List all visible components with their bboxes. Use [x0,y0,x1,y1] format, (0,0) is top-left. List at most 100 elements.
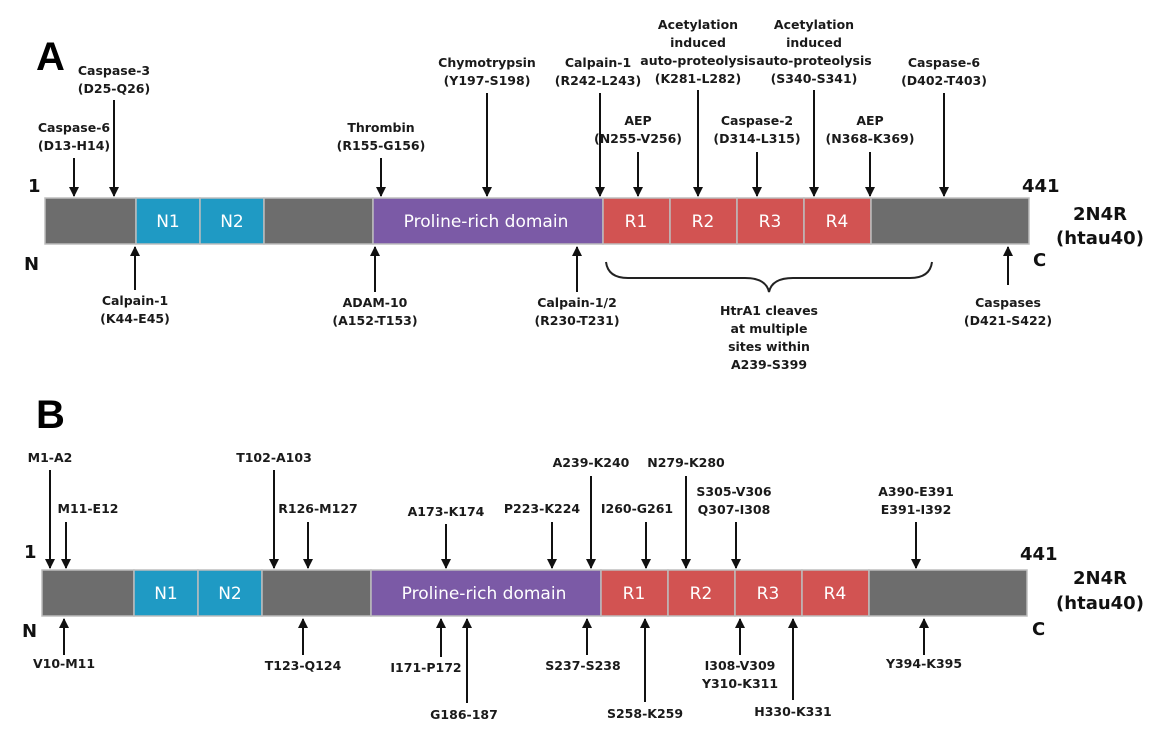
isoform-name: 2N4R [1073,204,1127,225]
cleavage-site: M1-A2 [28,450,73,569]
cleavage-position: M1-A2 [28,450,73,465]
protease-name: Calpain-1 [102,293,168,308]
domain-r4 [803,197,872,245]
cleavage-position: V10-M11 [33,656,95,671]
isoform-alias: (htau40) [1056,593,1144,614]
cleavage-position: T102-A103 [236,450,312,465]
domain-n1 [133,569,199,617]
protease-name: ADAM-10 [343,295,408,310]
end-residue-label: 441 [1020,544,1058,565]
start-residue-label: 1 [24,542,37,563]
cleavage-site: AEP (N368-K369) [826,113,914,197]
domain-gap [261,569,372,617]
protease-name: Caspase-3 [78,63,150,78]
cleavage-position: (S340-S341) [771,71,858,86]
cleavage-site: Thrombin (R155-G156) [337,120,425,197]
domain-r2 [667,569,736,617]
protease-name: AEP [856,113,883,128]
cleavage-site: Acetylation induced auto-proteolysis (K2… [640,17,756,197]
domain-nterm [41,569,135,617]
cleavage-position: T123-Q124 [265,658,342,673]
cleavage-position: R126-M127 [278,501,357,516]
domain-r3 [736,197,805,245]
cleavage-site: I260-G261 [601,501,673,569]
cleavage-position: P223-K224 [504,501,581,516]
cleavage-site: R126-M127 [278,501,358,569]
cleavage-position: (D13-H14) [38,138,110,153]
cleavage-position: I171-P172 [390,660,461,675]
cleavage-position: M11-E12 [58,501,119,516]
cleavage-site: S237-S238 [545,618,621,673]
cleavage-site: G186-187 [430,618,498,722]
protease-name: Chymotrypsin [438,55,536,70]
cleavage-position: S305-V306 [696,484,771,499]
cleavage-site: Acetylation induced auto-proteolysis (S3… [756,17,872,197]
cleavage-site: A173-K174 [408,504,485,569]
htra1-note-line1: HtrA1 cleaves [720,303,818,318]
cleavage-position: S237-S238 [545,658,620,673]
protease-name-line3: auto-proteolysis [756,53,871,68]
protease-name: Calpain-1 [565,55,631,70]
c-terminus-label: C [1032,619,1045,640]
cleavage-position: N279-K280 [647,455,725,470]
cleavage-position: I308-V309 [705,658,776,673]
htra1-note-line2: at multiple [731,321,808,336]
domain-label-r1: R1 [625,212,648,232]
cleavage-site: S305-V306 Q307-I308 [696,484,772,569]
cleavage-site: H330-K331 [754,618,832,719]
cleavage-position: G186-187 [430,707,498,722]
cleavage-position: (D314-L315) [713,131,800,146]
n-terminus-label: N [22,621,37,642]
protease-name: Thrombin [347,120,414,135]
domain-label-n1: N1 [154,584,178,604]
cleavage-position: H330-K331 [754,704,832,719]
domain-label-r2: R2 [690,584,713,604]
domain-proline-rich [372,197,604,245]
cleavage-position-line2: Y310-K311 [701,676,778,691]
cleavage-site: I308-V309 Y310-K311 [701,618,778,691]
domain-label-r4: R4 [826,212,849,232]
cleavage-site: A390-E391 E391-I392 [878,484,954,569]
panel-letter-a: A [36,35,65,79]
domain-label-n1: N1 [156,212,180,232]
cleavage-site: A239-K240 [553,455,630,569]
protease-name: Caspases [975,295,1041,310]
cleavage-site: Calpain-1/2 (R230-T231) [534,246,620,328]
cleavage-site: M11-E12 [58,501,119,569]
cleavage-position: A173-K174 [408,504,485,519]
cleavage-position: A239-K240 [553,455,630,470]
domain-label-proline-rich: Proline-rich domain [402,584,567,604]
domain-cterm [868,569,1028,617]
cleavage-position: (N255-V256) [594,131,682,146]
cleavage-site: Caspase-2 (D314-L315) [713,113,801,197]
domain-label-r4: R4 [824,584,847,604]
panel-letter-b: B [36,393,65,437]
panel-b: B 1 441 N C 2N4R (htau40) N1 N2 Proline-… [22,393,1144,722]
domain-label-r1: R1 [623,584,646,604]
cleavage-site: Chymotrypsin (Y197-S198) [438,55,536,197]
cleavage-site: Calpain-1 (R242-L243) [555,55,641,197]
protease-name-line3: auto-proteolysis [640,53,755,68]
cleavage-site: Caspase-3 (D25-Q26) [78,63,150,197]
cleavage-site: S258-K259 [607,618,683,721]
cleavage-position: (D402-T403) [901,73,987,88]
protease-name: Calpain-1/2 [537,295,617,310]
cleavage-site: Y394-K395 [885,618,962,671]
cleavage-site: Caspase-6 (D402-T403) [901,55,987,197]
domain-nterm [44,197,137,245]
cleavage-site: T102-A103 [236,450,312,569]
protease-name: Caspase-2 [721,113,793,128]
domain-bar: N1 N2 Proline-rich domain R1 R2 R3 R4 [44,197,1030,245]
protease-name: Caspase-6 [38,120,111,135]
protease-name: Acetylation [658,17,738,32]
n-terminus-label: N [24,254,39,275]
cleavage-position: S258-K259 [607,706,683,721]
start-residue-label: 1 [28,176,41,197]
domain-n2 [199,197,265,245]
cleavage-position: (D25-Q26) [78,81,150,96]
htra1-note-line4: A239-S399 [731,357,807,372]
cleavage-site: T123-Q124 [265,618,342,673]
cleavage-position-line2: Q307-I308 [698,502,771,517]
cleavage-position: (K44-E45) [100,311,170,326]
